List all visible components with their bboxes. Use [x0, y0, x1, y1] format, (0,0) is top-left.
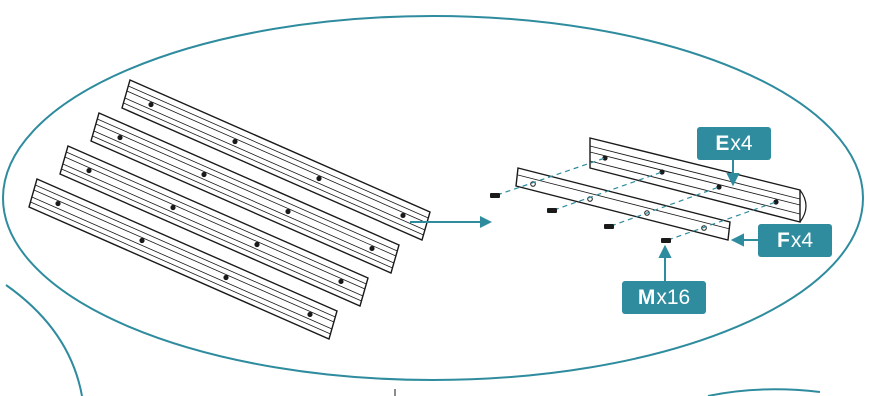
alignment-lines — [496, 157, 777, 241]
callout-e-letter: E — [715, 132, 730, 155]
callout-m-qty: x16 — [656, 286, 691, 309]
step-bubble-main — [2, 15, 864, 381]
step-bubble-lower-right — [707, 388, 821, 396]
step-arrow — [410, 216, 492, 228]
assembly-detail — [490, 137, 807, 281]
step-bubble-lower-left — [5, 284, 83, 396]
plate-f — [515, 167, 731, 241]
screws-m — [490, 193, 671, 243]
rail-4 — [28, 178, 338, 340]
callout-f-letter: F — [776, 229, 790, 252]
callout-e-qty: x4 — [730, 132, 753, 155]
callout-m-letter: M — [637, 286, 656, 309]
rails-group — [28, 79, 431, 340]
rail-2 — [90, 112, 400, 274]
rail-1 — [121, 79, 431, 241]
rail-3 — [59, 145, 369, 307]
callout-leaders — [658, 160, 758, 281]
rail-e — [589, 137, 807, 223]
callout-f-qty: x4 — [790, 229, 813, 252]
